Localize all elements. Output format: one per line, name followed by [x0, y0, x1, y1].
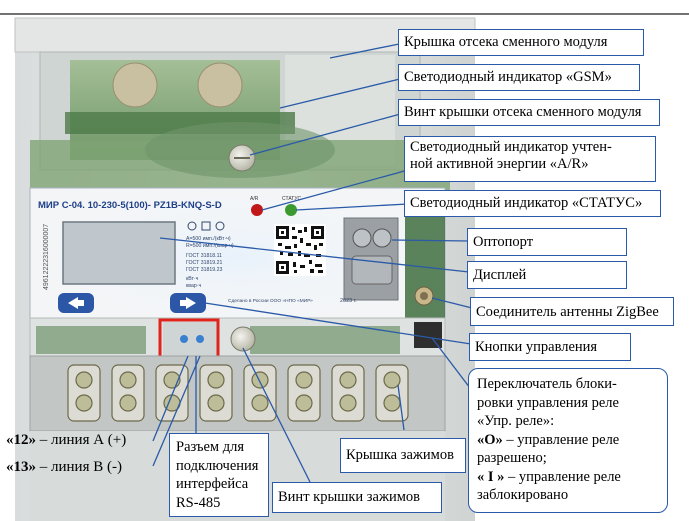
label-rs485-line: подключения	[176, 457, 259, 474]
label-ar-led-line: Светодиодный индикатор учтен-	[410, 139, 612, 155]
label-zigbee: Соединитель антенны ZigBee	[470, 297, 674, 326]
label-gsm-led: Светодиодный индикатор «GSM»	[398, 64, 640, 91]
label-display: Дисплей	[467, 261, 627, 289]
lcd-display	[62, 221, 176, 285]
arrow-right-button[interactable]	[170, 293, 206, 313]
control-buttons	[414, 322, 442, 348]
label-status-led: Светодиодный индикатор «СТАТУС»	[404, 190, 661, 217]
terminal-screws	[67, 364, 409, 422]
spec-line: A=500 имп./(кВт·ч)	[186, 236, 231, 242]
meter-model: МИР С-04. 10-230-5(100)- PZ1B-KNQ-S-D	[38, 200, 222, 211]
label-ar-led-line: ной активной энергии «A/R»	[410, 156, 589, 172]
label-relay-switch: Переключатель блоки- ровки управления ре…	[468, 368, 668, 513]
arrow-left-button[interactable]	[58, 293, 94, 313]
label-line-a: «12» – линия А (+)	[6, 432, 127, 448]
status-led	[285, 204, 297, 216]
label-switch-line: «Упр. реле»:	[477, 413, 555, 429]
spec-line: ГОСТ 31819.23	[186, 267, 222, 273]
module-screw	[228, 144, 256, 172]
label-rs485: Разъем для подключения интерфейса RS-485	[169, 433, 269, 517]
label-line-b: «13» – линия В (-)	[6, 459, 122, 475]
label-terminal-screw: Винт крышки зажимов	[272, 482, 442, 513]
year: 2023 г.	[340, 298, 357, 304]
label-rs485-line: Разъем для	[176, 439, 244, 455]
label-module-screw: Винт крышки отсека сменного модуля	[398, 99, 660, 126]
spec-line: ГОСТ 31819.21	[186, 260, 222, 266]
zigbee-connector	[414, 286, 434, 306]
qr-code	[274, 224, 326, 276]
label-buttons: Кнопки управления	[469, 333, 631, 361]
label-switch-line: «О» – управление реле	[477, 431, 620, 448]
spec-line: квар·ч	[186, 283, 201, 289]
label-module-cover: Крышка отсека сменного модуля	[398, 29, 644, 56]
leader-lines	[152, 42, 473, 483]
label-switch-line: заблокировано	[477, 487, 569, 503]
label-optoport: Оптопорт	[467, 228, 627, 256]
status-led-label: СТАТУС	[282, 196, 302, 202]
ar-led	[251, 204, 263, 216]
label-switch-line: « I » – управление реле	[477, 468, 621, 485]
rs485-connector	[158, 318, 220, 359]
label-terminal-cover: Крышка зажимов	[340, 438, 466, 473]
label-rs485-line: RS-485	[176, 494, 221, 511]
label-switch-line: Переключатель блоки-	[477, 376, 617, 392]
spec-line: кВт·ч	[186, 276, 199, 282]
meter-face: МИР С-04. 10-230-5(100)- PZ1B-KNQ-S-D A/…	[29, 187, 446, 329]
label-switch-line: ровки управления реле	[477, 394, 619, 411]
manufacturer: Сделано в России ООО «НПО «МИР»	[228, 298, 313, 304]
ar-led-label: A/R	[250, 196, 259, 202]
label-switch-line: разрешено;	[477, 450, 547, 466]
spec-line: R=500 имп./(квар·ч)	[186, 243, 234, 249]
spec-line: ГОСТ 31818.11	[186, 253, 222, 259]
serial-number: 49612222316000007	[43, 224, 50, 290]
terminal-screw	[230, 326, 256, 352]
label-ar-led: Светодиодный индикатор учтен- ной активн…	[404, 136, 656, 182]
label-rs485-line: интерфейса	[176, 476, 249, 492]
